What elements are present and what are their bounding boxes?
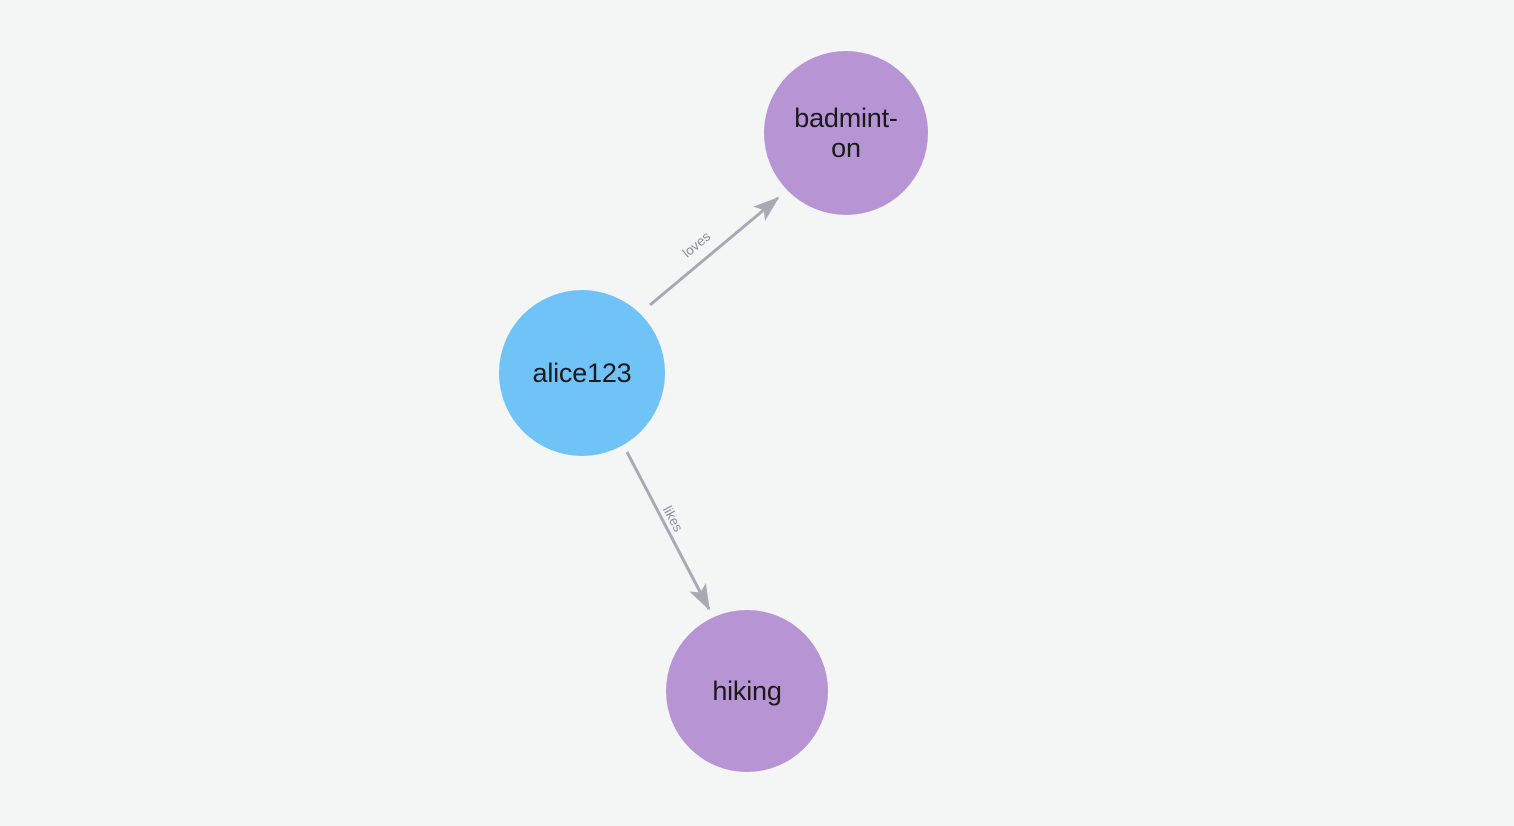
node-label-alice123: alice123: [532, 358, 632, 388]
node-label-badminton: badmint- on: [794, 103, 898, 163]
graph-node-hiking[interactable]: hiking: [666, 610, 828, 772]
node-label-hiking: hiking: [712, 676, 782, 706]
graph-node-badminton[interactable]: badmint- on: [764, 51, 928, 215]
edge-alice123-likes-hiking[interactable]: [625, 451, 711, 611]
graph-node-alice123[interactable]: alice123: [499, 290, 665, 456]
edge-alice123-loves-badminton[interactable]: [649, 196, 780, 307]
